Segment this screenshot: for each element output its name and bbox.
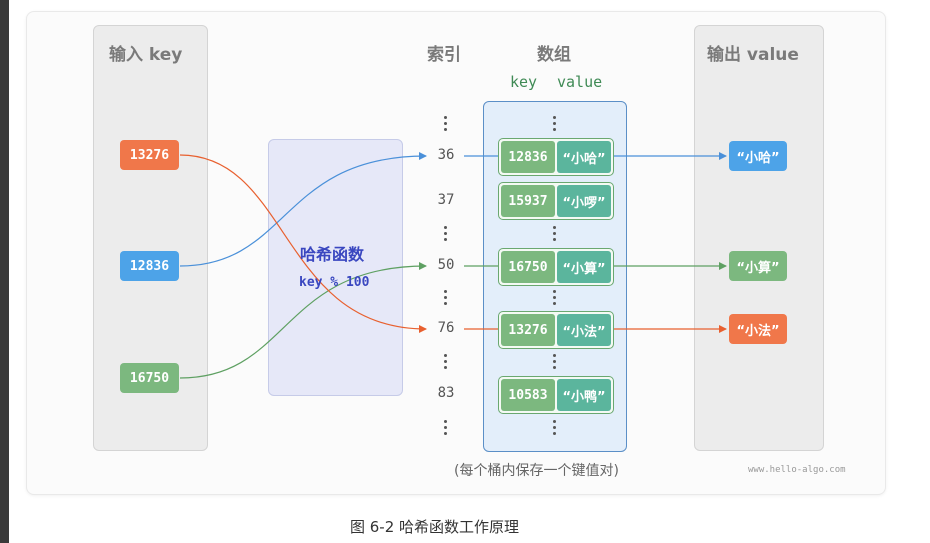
ellipsis-icon xyxy=(436,354,456,372)
hash-function-formula: key % 100 xyxy=(299,275,370,290)
bucket-value: “小法” xyxy=(557,314,611,346)
hash-function-title: 哈希函数 xyxy=(300,245,365,264)
index-50: 50 xyxy=(437,257,455,273)
figure-caption: 图 6-2 哈希函数工作原理 xyxy=(350,518,520,536)
output-panel xyxy=(694,25,824,451)
bucket-value: “小啰” xyxy=(557,185,611,217)
bucket-83: 10583 “小鸭” xyxy=(498,376,614,414)
output-value-xiaofa: “小法” xyxy=(729,314,787,344)
ellipsis-icon xyxy=(545,420,565,438)
bucket-key: 12836 xyxy=(501,141,555,173)
input-header: 输入 key xyxy=(109,45,183,65)
bucket-key: 10583 xyxy=(501,379,555,411)
output-header: 输出 value xyxy=(707,45,799,65)
index-83: 83 xyxy=(437,385,455,401)
bucket-value: “小算” xyxy=(557,251,611,283)
bucket-36: 12836 “小哈” xyxy=(498,138,614,176)
input-key-16750: 16750 xyxy=(120,363,179,393)
array-header: 数组 xyxy=(537,45,571,65)
kv-value-label: value xyxy=(557,73,603,91)
watermark: www.hello-algo.com xyxy=(748,465,846,475)
arrow-16750-to-50 xyxy=(179,262,427,379)
ellipsis-icon xyxy=(436,116,456,134)
arrow-13276-to-76 xyxy=(179,154,427,333)
input-key-13276: 13276 xyxy=(120,140,179,170)
index-36: 36 xyxy=(437,147,455,163)
bucket-value: “小哈” xyxy=(557,141,611,173)
bucket-note: (每个桶内保存一个键值对) xyxy=(454,463,619,479)
input-key-12836: 12836 xyxy=(120,251,179,281)
ellipsis-icon xyxy=(436,226,456,244)
kv-key-label: key xyxy=(510,73,538,91)
index-76: 76 xyxy=(437,320,455,336)
index-header: 索引 xyxy=(427,45,461,65)
ellipsis-icon xyxy=(545,354,565,372)
index-37: 37 xyxy=(437,192,455,208)
ellipsis-icon xyxy=(436,420,456,438)
bucket-key: 15937 xyxy=(501,185,555,217)
arrow-12836-to-36 xyxy=(179,152,427,267)
bucket-76: 13276 “小法” xyxy=(498,311,614,349)
page-edge-bar xyxy=(0,0,9,543)
ellipsis-icon xyxy=(436,290,456,308)
output-value-xiaosuan: “小算” xyxy=(729,251,787,281)
bucket-37: 15937 “小啰” xyxy=(498,182,614,220)
bucket-50: 16750 “小算” xyxy=(498,248,614,286)
bucket-key: 16750 xyxy=(501,251,555,283)
output-value-xiaoha: “小哈” xyxy=(729,141,787,171)
bucket-key: 13276 xyxy=(501,314,555,346)
ellipsis-icon xyxy=(545,226,565,244)
ellipsis-icon xyxy=(545,116,565,134)
ellipsis-icon xyxy=(545,290,565,308)
bucket-value: “小鸭” xyxy=(557,379,611,411)
